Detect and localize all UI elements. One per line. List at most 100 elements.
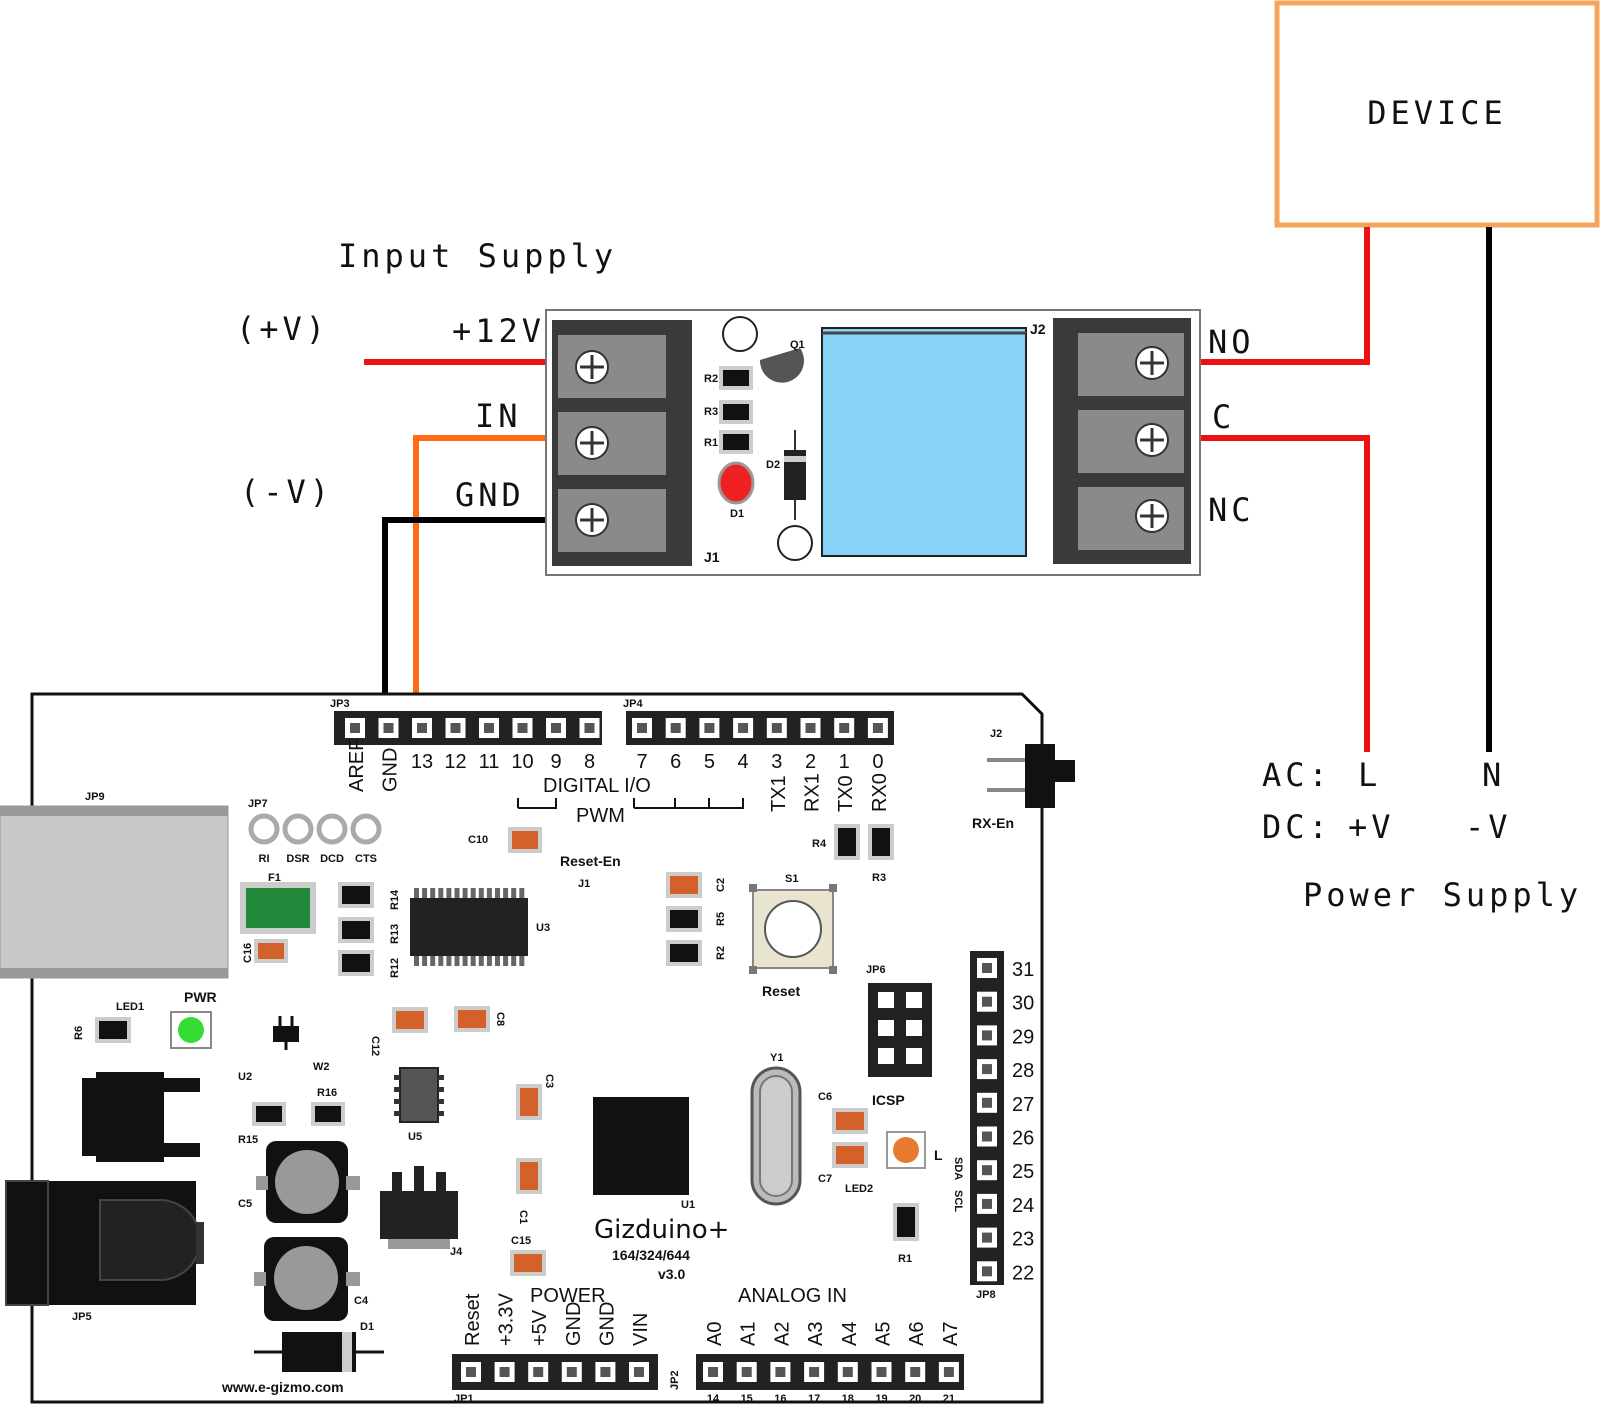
power-label: POWER bbox=[530, 1285, 606, 1307]
cap-c10 bbox=[508, 827, 542, 853]
input-supply-title: Input Supply bbox=[338, 237, 617, 275]
serial-pin-label: RX1 bbox=[802, 773, 824, 812]
board-variant: 164/324/644 bbox=[612, 1247, 690, 1263]
jp8-pin-label: 25 bbox=[1012, 1161, 1034, 1183]
jp4-pin-label: 1 bbox=[839, 751, 850, 773]
jp8-pin-pad bbox=[975, 1259, 999, 1284]
jp3-pin-label: 9 bbox=[550, 751, 561, 773]
jp1-pin-pad bbox=[593, 1360, 618, 1384]
screw-12v bbox=[575, 350, 609, 384]
jp7-pin-pad bbox=[316, 813, 348, 845]
serial-pin-label: TX1 bbox=[768, 775, 790, 812]
jp1-pin-pad bbox=[627, 1360, 651, 1384]
chip-u3 bbox=[410, 888, 528, 966]
jp8-pin-label: 23 bbox=[1012, 1229, 1034, 1251]
ref-c7: C7 bbox=[818, 1173, 832, 1185]
ref-jp2: JP2 bbox=[669, 1370, 681, 1390]
board-name: Gizduino+ bbox=[594, 1215, 729, 1245]
ref-c6: C6 bbox=[818, 1091, 832, 1103]
ref-d1-board: D1 bbox=[360, 1321, 374, 1333]
jp2-pin-label: A5 bbox=[873, 1322, 895, 1346]
jp4-pin-label: 5 bbox=[704, 751, 715, 773]
scl-label: SCL bbox=[952, 1190, 964, 1212]
ref-jp9: JP9 bbox=[85, 791, 105, 803]
jp7-pin-pad bbox=[248, 813, 280, 845]
board-version: v3.0 bbox=[658, 1266, 685, 1282]
icsp-pin-pad bbox=[904, 990, 924, 1010]
diode-d2 bbox=[784, 430, 806, 520]
ref-w2: W2 bbox=[313, 1061, 330, 1073]
mount-hole-bottom bbox=[777, 525, 813, 561]
jp2-pin-pad bbox=[835, 1360, 860, 1384]
jp4-pin-label: 4 bbox=[738, 751, 749, 773]
ref-y1: Y1 bbox=[770, 1052, 783, 1064]
sda-label: SDA bbox=[952, 1157, 964, 1180]
jp8-pin-pad bbox=[975, 1225, 999, 1250]
ref-jp4: JP4 bbox=[623, 698, 643, 710]
ref-jp8: JP8 bbox=[976, 1289, 996, 1301]
jp4-pin-pad bbox=[832, 716, 857, 740]
resistor-r16 bbox=[311, 1102, 345, 1126]
resistor-r2 bbox=[719, 366, 753, 390]
jp8-pin-label: 22 bbox=[1012, 1262, 1034, 1284]
resistor-r2-board bbox=[666, 940, 702, 966]
ref-r12: R12 bbox=[389, 958, 401, 978]
ref-s1: S1 bbox=[785, 873, 798, 885]
cap-c15 bbox=[510, 1250, 546, 1276]
board-website: www.e-gizmo.com bbox=[221, 1379, 344, 1395]
analog-label: ANALOG IN bbox=[738, 1285, 847, 1307]
jp1-pin-pad bbox=[459, 1360, 483, 1384]
relay-ref-r1: R1 bbox=[704, 437, 718, 449]
cap-c2 bbox=[666, 872, 702, 898]
ref-led2: LED2 bbox=[845, 1183, 873, 1195]
jp2-pin-number: 18 bbox=[842, 1393, 854, 1404]
resistor-r6 bbox=[95, 1017, 131, 1043]
ref-c15: C15 bbox=[511, 1235, 531, 1247]
jp2-pin-number: 20 bbox=[909, 1393, 921, 1404]
terminal-nc-label: NC bbox=[1208, 491, 1255, 529]
serial-pin-label: RX0 bbox=[869, 773, 891, 812]
jp3-pin-pad bbox=[376, 716, 401, 740]
ref-jp3: JP3 bbox=[330, 698, 350, 710]
terminal-12v-label: +12V bbox=[452, 312, 545, 350]
jp8-pin-pad bbox=[975, 956, 999, 980]
reset-label: Reset bbox=[762, 983, 800, 999]
icsp-pin-pad bbox=[876, 1046, 896, 1066]
jp8-pin-label: 24 bbox=[1012, 1195, 1034, 1217]
ref-jp1: JP1 bbox=[454, 1393, 474, 1404]
ref-c1: C1 bbox=[517, 1210, 529, 1224]
ref-j1-board: J1 bbox=[578, 878, 590, 890]
jp2-pin-pad bbox=[802, 1360, 827, 1384]
jp2-pin-number: 16 bbox=[774, 1393, 786, 1404]
jp4-pin-pad bbox=[697, 716, 722, 740]
jp8-pin-pad bbox=[975, 1023, 999, 1048]
ref-r15: R15 bbox=[238, 1134, 258, 1146]
jp7-pin-label: RI bbox=[259, 853, 270, 865]
cap-c4 bbox=[254, 1237, 360, 1321]
jp1-pin-label: VIN bbox=[630, 1313, 652, 1346]
jp3-pin-pad bbox=[477, 716, 501, 740]
jp8-pin-label: 31 bbox=[1012, 959, 1034, 981]
relay-coil bbox=[821, 327, 1027, 557]
transistor-q1 bbox=[759, 348, 804, 383]
jp2-pin-label: A2 bbox=[771, 1322, 793, 1346]
jp3-pin-label: GND bbox=[380, 748, 402, 792]
relay-ref-d1: D1 bbox=[730, 508, 744, 520]
relay-module: J1 Q1 R2 R3 R1 D1 D2 J2 bbox=[545, 309, 1201, 576]
jp2-pin-pad bbox=[869, 1360, 894, 1384]
cap-c3 bbox=[516, 1084, 542, 1120]
ps-neg-label: -V bbox=[1465, 808, 1512, 846]
supply-pos-label: (+V) bbox=[236, 310, 329, 348]
rx-en-switch[interactable] bbox=[1025, 744, 1055, 808]
ref-f1: F1 bbox=[268, 872, 281, 884]
icsp-pin-pad bbox=[904, 1046, 924, 1066]
wire-gnd bbox=[382, 517, 592, 726]
ref-jp7: JP7 bbox=[248, 798, 268, 810]
screw-in bbox=[575, 426, 609, 460]
device-label: DEVICE bbox=[1367, 94, 1507, 132]
jp1-pin-label: GND bbox=[563, 1302, 585, 1346]
screw-gnd bbox=[575, 503, 609, 537]
pwm-label: PWM bbox=[576, 805, 625, 827]
ref-c2: C2 bbox=[715, 878, 727, 892]
ref-r6: R6 bbox=[73, 1026, 85, 1040]
